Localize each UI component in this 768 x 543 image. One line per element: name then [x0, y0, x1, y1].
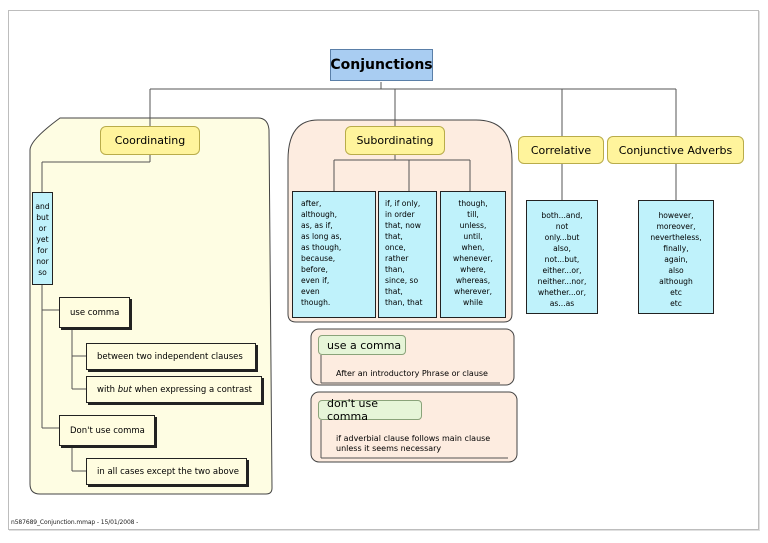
topic-correlative[interactable]: Correlative	[518, 136, 604, 164]
use-a-comma-note: After an introductory Phrase or clause	[336, 369, 488, 378]
topic-coordinating[interactable]: Coordinating	[100, 126, 200, 155]
topic-subordinating[interactable]: Subordinating	[345, 126, 445, 155]
with-but-contrast-node[interactable]: with but when expressing a contrast	[86, 376, 262, 403]
use-comma-node[interactable]: use comma	[59, 297, 130, 328]
conjunctive-adverbs-words[interactable]: however, moreover, nevertheless, finally…	[638, 200, 714, 314]
topic-conjunctive-adverbs[interactable]: Conjunctive Adverbs	[607, 136, 744, 164]
dont-use-comma-sub-node[interactable]: don't use comma	[318, 397, 422, 423]
root-topic-conjunctions[interactable]: Conjunctions	[330, 49, 433, 81]
file-footer: n587689_Conjunction.mmap - 15/01/2008 -	[11, 519, 139, 526]
correlative-words[interactable]: both...and, not only...but also, not...b…	[526, 200, 598, 314]
coordinating-words[interactable]: and but or yet for nor so	[32, 192, 53, 285]
dont-use-comma-node[interactable]: Don't use comma	[59, 415, 155, 446]
dont-use-comma-sub-note: if adverbial clause follows main clause …	[336, 434, 491, 453]
subordinating-group-3[interactable]: though, till, unless, until, when, whene…	[440, 191, 506, 318]
use-a-comma-node[interactable]: use a comma	[318, 335, 406, 355]
subordinating-group-2[interactable]: if, if only, in order that, now that, on…	[378, 191, 437, 318]
subordinating-group-1[interactable]: after, although, as, as if, as long as, …	[292, 191, 376, 318]
with-but-contrast-label: with but when expressing a contrast	[97, 384, 252, 395]
all-cases-except-node[interactable]: in all cases except the two above	[86, 458, 247, 485]
between-independent-clauses-node[interactable]: between two independent clauses	[86, 343, 256, 370]
